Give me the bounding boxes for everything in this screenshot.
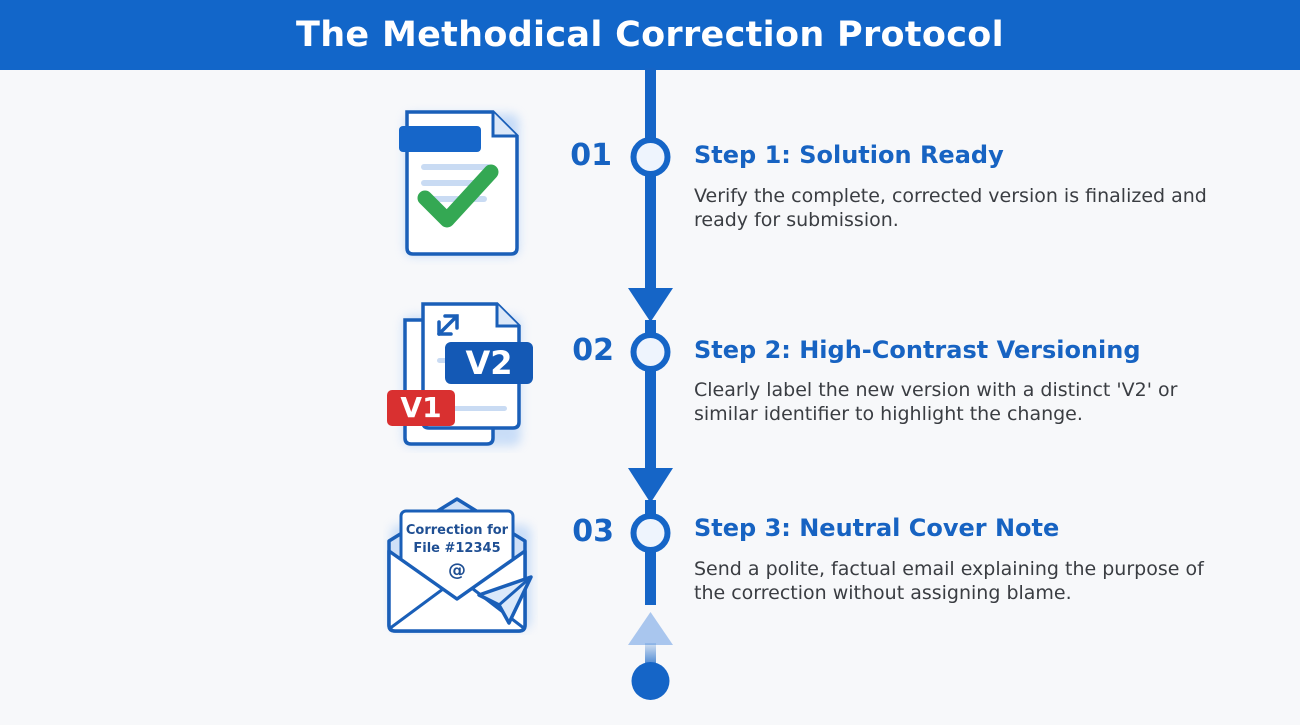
timeline-line — [645, 68, 656, 290]
page-title: The Methodical Correction Protocol — [296, 15, 1004, 55]
timeline-node-1 — [630, 137, 671, 177]
document-check-icon — [399, 110, 519, 256]
envelope-graphic — [387, 497, 533, 633]
timeline-node-2 — [630, 332, 671, 372]
version-documents-graphic — [387, 302, 533, 446]
envelope-note-line1: Correction for — [405, 523, 509, 538]
step-description-2: Clearly label the new version with a dis… — [694, 379, 1178, 425]
envelope-send-icon: Correction for File #12345 @ — [383, 495, 538, 635]
timeline-arrow-up — [628, 612, 673, 645]
step-number-1: 01 — [570, 138, 612, 173]
version-documents-icon: V2 V1 — [385, 298, 540, 453]
timeline-end-dot — [631, 662, 670, 700]
timeline-arrow-down-1 — [628, 288, 673, 322]
timeline-line — [645, 320, 656, 470]
step-number-2: 02 — [572, 333, 614, 368]
step-title-1: Step 1: Solution Ready — [694, 141, 1004, 169]
v1-badge-label: V1 — [400, 391, 442, 424]
at-sign-icon: @ — [448, 560, 466, 581]
timeline-arrow-down-2 — [628, 468, 673, 503]
envelope-note-line2: File #12345 — [413, 541, 501, 556]
step-description-3: Send a polite, factual email explaining … — [694, 558, 1204, 604]
step-title-3: Step 3: Neutral Cover Note — [694, 514, 1060, 542]
timeline-line — [645, 643, 656, 673]
timeline-node-3 — [630, 513, 671, 553]
step-title-2: Step 2: High-Contrast Versioning — [694, 336, 1141, 364]
step-number-3: 03 — [572, 514, 614, 549]
header-banner: The Methodical Correction Protocol — [0, 0, 1300, 70]
v2-badge-label: V2 — [465, 344, 513, 382]
step-description-1: Verify the complete, corrected version i… — [694, 185, 1207, 231]
